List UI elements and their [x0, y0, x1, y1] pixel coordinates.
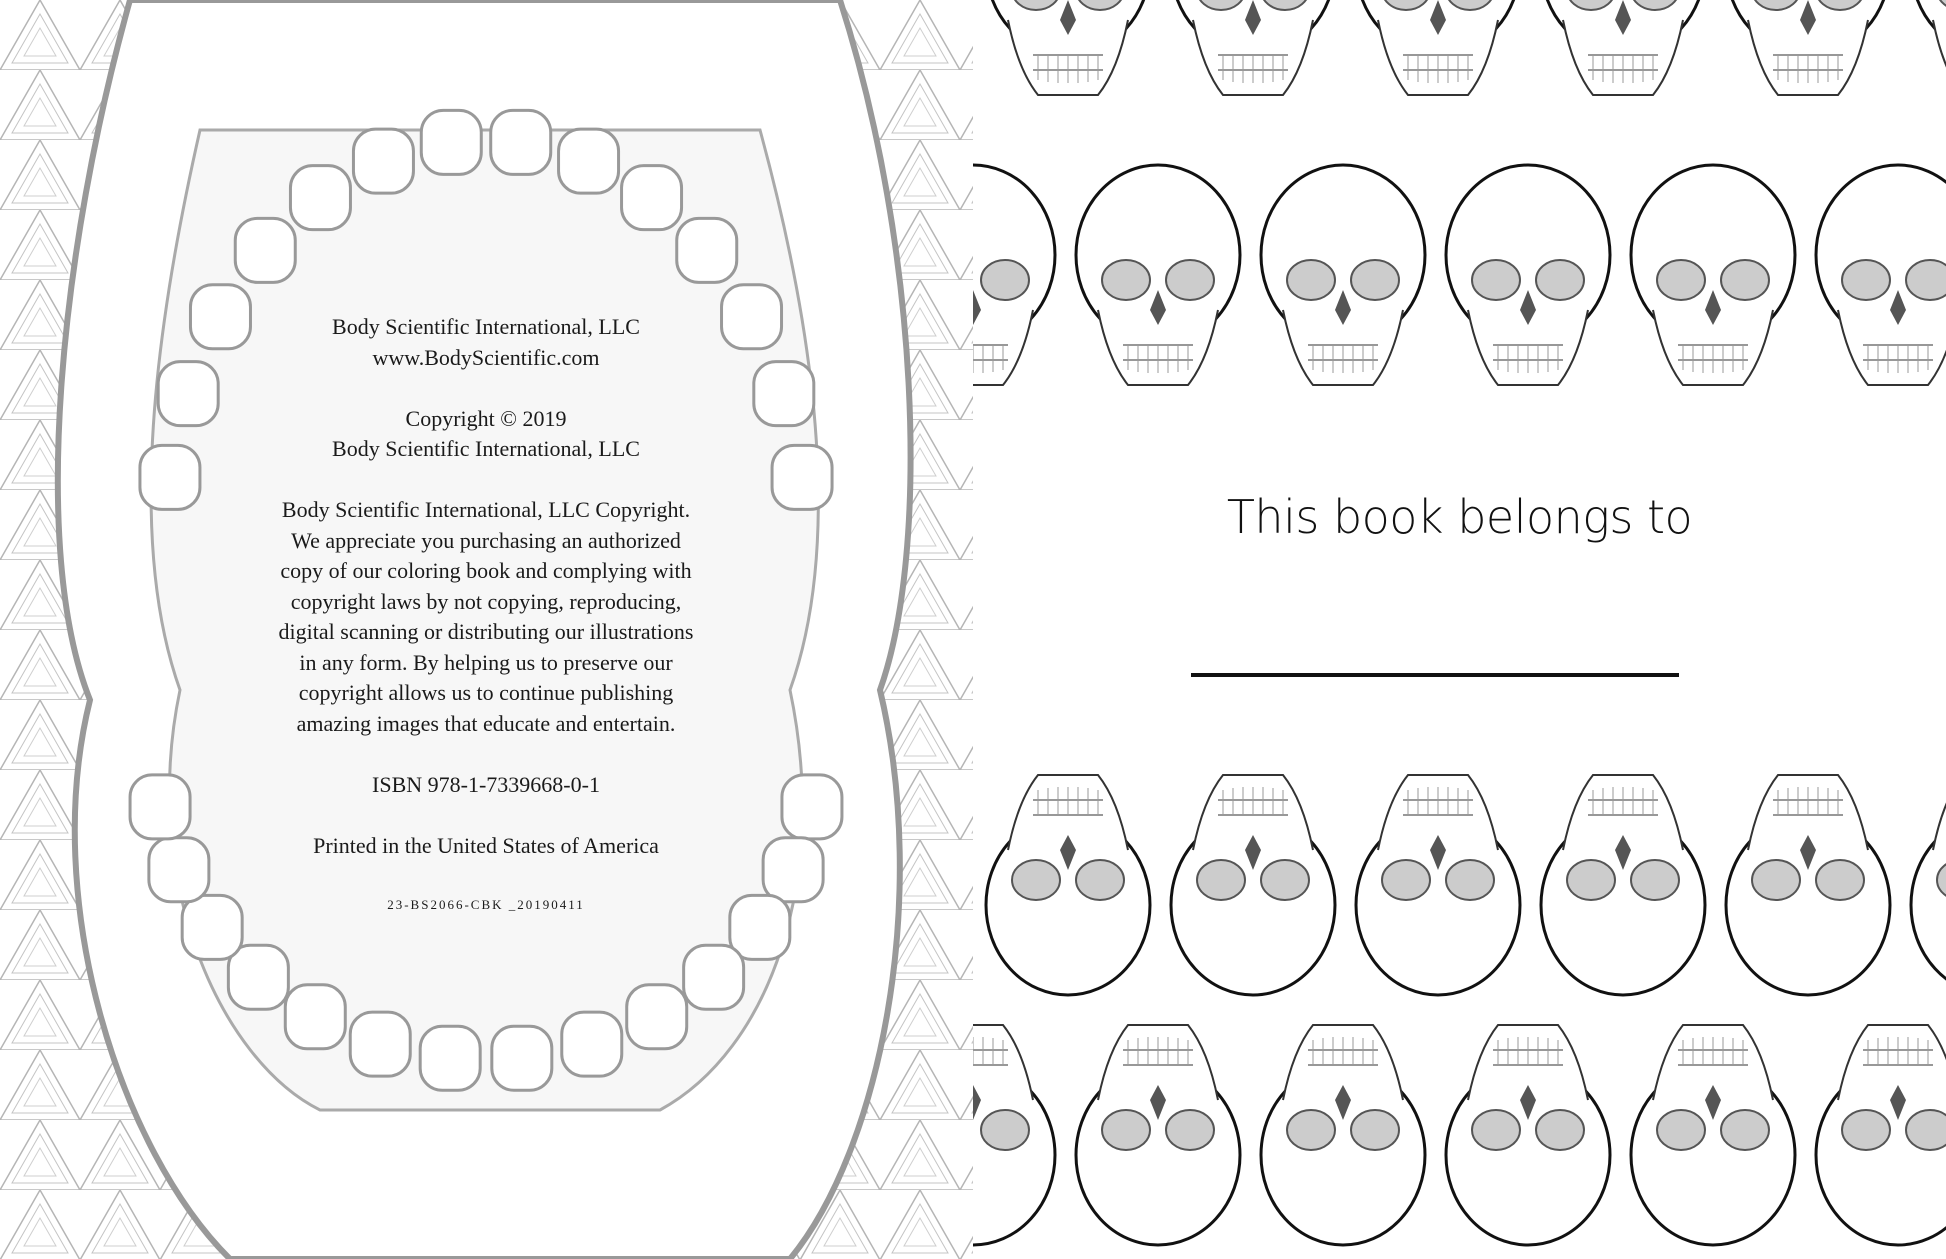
tooth: [675, 216, 739, 284]
skull-drawing: [1724, 0, 1892, 97]
skull-drawing: [973, 163, 1057, 387]
tooth: [233, 216, 297, 284]
notice-line: copy of our coloring book and complying …: [280, 558, 692, 583]
skull-drawing: [1909, 0, 1946, 97]
tooth: [728, 893, 792, 961]
tooth: [418, 1024, 482, 1092]
belongs-to-heading: This book belongs to: [1226, 490, 1693, 544]
skull-drawing: [1629, 1023, 1797, 1247]
skull-drawing: [1354, 773, 1522, 997]
tooth: [188, 283, 252, 351]
tooth: [351, 127, 415, 195]
skull-pattern-illustration: [973, 0, 1946, 1247]
publisher-website: www.BodyScientific.com: [372, 344, 600, 370]
tooth: [489, 108, 553, 176]
owner-name-line: [1191, 673, 1679, 677]
copyright-notice: Body Scientific International, LLC Copyr…: [186, 495, 786, 739]
tooth: [180, 893, 244, 961]
isbn: ISBN 978-1-7339668-0-1: [372, 771, 600, 797]
tooth: [348, 1010, 412, 1078]
printed-in: Printed in the United States of America: [313, 832, 659, 858]
skull-drawing: [1444, 1023, 1612, 1247]
skull-drawing: [1074, 163, 1242, 387]
skull-drawing: [1444, 163, 1612, 387]
skull-drawing: [1909, 773, 1946, 997]
tooth: [156, 360, 220, 428]
skull-drawing: [1354, 0, 1522, 97]
tooth: [288, 164, 352, 232]
notice-line: Body Scientific International, LLC Copyr…: [281, 497, 691, 522]
copyright-page: Body Scientific International, LLC www.B…: [0, 0, 973, 1259]
skull-drawing: [973, 1023, 1057, 1247]
mouth-illustration: [0, 0, 973, 1259]
tooth: [682, 943, 746, 1011]
publisher-name: Body Scientific International, LLC: [332, 314, 640, 339]
tooth: [138, 443, 202, 511]
copyright-year: Copyright © 2019: [405, 405, 567, 431]
tooth: [625, 983, 689, 1051]
skull-drawing: [1169, 0, 1337, 97]
tooth: [770, 443, 834, 511]
notice-line: copyright laws by not copying, reproduci…: [290, 588, 682, 614]
notice-line: digital scanning or distributing our ill…: [278, 619, 694, 644]
skull-drawing: [1539, 0, 1707, 97]
skull-drawing: [1724, 773, 1892, 997]
skull-drawing: [984, 773, 1152, 997]
notice-line: copyright allows us to continue publishi…: [298, 680, 674, 705]
skull-drawing: [1814, 163, 1946, 387]
tooth: [490, 1024, 554, 1092]
skull-drawing: [1814, 1023, 1946, 1247]
notice-line: in any form. By helping us to preserve o…: [299, 649, 673, 675]
tooth: [226, 943, 290, 1011]
tooth: [557, 127, 621, 195]
ownership-page: This book belongs to: [973, 0, 1946, 1259]
tooth: [283, 983, 347, 1051]
print-code: 23-BS2066-CBK _20190411: [387, 896, 585, 912]
tooth: [720, 283, 784, 351]
tooth: [761, 836, 825, 904]
copyright-text-block: Body Scientific International, LLC www.B…: [186, 312, 786, 951]
skull-drawing: [1539, 773, 1707, 997]
tooth: [620, 164, 684, 232]
tooth: [419, 108, 483, 176]
skull-drawing: [1629, 163, 1797, 387]
notice-line: amazing images that educate and entertai…: [296, 710, 676, 736]
tooth: [560, 1010, 624, 1078]
copyright-holder: Body Scientific International, LLC: [332, 436, 640, 461]
notice-line: We appreciate you purchasing an authoriz…: [291, 527, 681, 553]
skull-drawing: [1074, 1023, 1242, 1247]
tooth: [752, 360, 816, 428]
skull-drawing: [984, 0, 1152, 97]
skull-drawing: [1259, 163, 1427, 387]
skull-drawing: [1169, 773, 1337, 997]
tooth: [128, 773, 192, 841]
skull-drawing: [1259, 1023, 1427, 1247]
tooth: [780, 773, 844, 841]
